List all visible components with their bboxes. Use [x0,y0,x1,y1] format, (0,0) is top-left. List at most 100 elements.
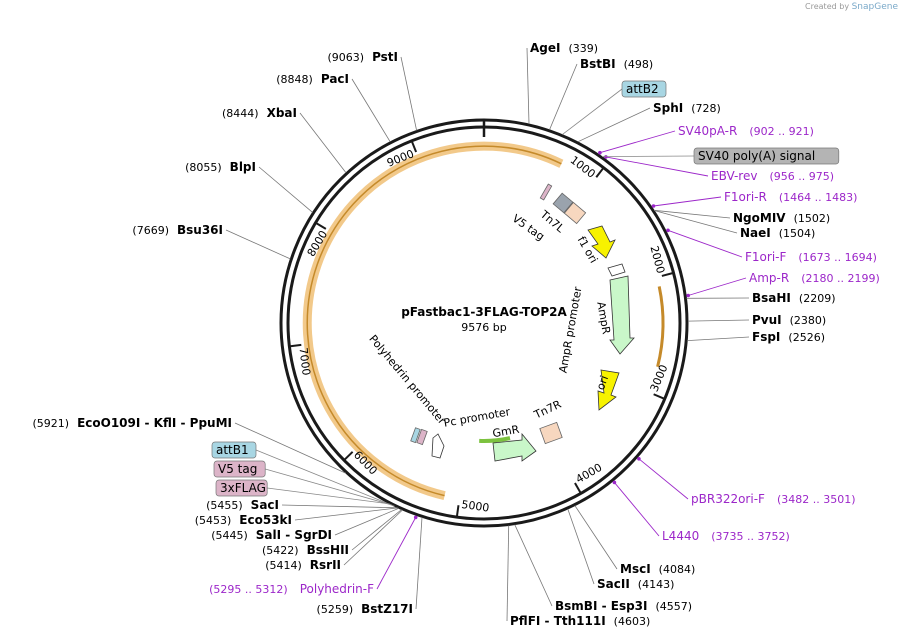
primer-site-marker [637,457,641,461]
enzyme-position: (8055) [185,161,222,174]
enzyme-name: BsaHI [752,291,791,305]
boxed-label-leader [255,449,395,507]
primer-name: Amp-R [749,271,789,285]
primer-leader-line [599,130,676,154]
enzyme-label: (5445)SalI - SgrDI [211,528,332,542]
primer-range: (1464 .. 1483) [779,191,858,204]
enzyme-position: (2209) [799,292,836,305]
enzyme-position: (1502) [794,212,831,225]
enzyme-position: (5259) [317,603,354,616]
primer-range: (5295 .. 5312) [209,583,288,596]
enzyme-label: (5259)BstZ17I [317,602,413,616]
enzyme-label: BstBI (498) [580,57,653,71]
ori-arrow [597,369,620,411]
primer-name: F1ori-R [724,190,767,204]
primer-range: (3735 .. 3752) [711,530,790,543]
enzyme-position: (5414) [265,559,302,572]
enzyme-name: FspI [752,330,780,344]
enzyme-leader-line [653,209,731,219]
enzyme-name: MscI [620,562,651,576]
enzyme-label: BsaHI (2209) [752,291,835,305]
enzyme-leader-line [506,525,510,622]
tag-marker [416,428,428,446]
orf-arc-outline [306,145,562,497]
primer-site-marker [413,515,418,520]
backbone-layer [279,118,689,528]
f1ori-arrow [587,225,616,259]
enzyme-position: (4603) [614,615,651,628]
enzyme-label: BsmBI - Esp3I(4557) [555,599,692,613]
enzyme-leader-line [234,422,347,474]
enzyme-position: (1504) [779,227,816,240]
primer-label: F1ori-F(1673 .. 1694) [745,250,877,264]
enzyme-label: (5921)EcoO109I - KflI - PpuMI [32,416,232,430]
promoter-small-arrow [607,263,626,277]
enzyme-position: (4084) [659,563,696,576]
enzyme-name: PflFI - Tth111I [510,614,606,628]
enzyme-position: (2526) [788,331,825,344]
enzyme-label: (7669)Bsu36I [132,223,223,237]
enzyme-name: BstBI [580,57,616,71]
enzyme-position: (498) [624,58,654,71]
tick-label: 5000 [461,498,491,515]
boxed-label-bg [621,80,667,98]
snapgene-logo: SnapGene [851,2,898,12]
enzyme-leader-line [351,78,391,143]
primer-range: (2180 .. 2199) [801,272,880,285]
primer-leader-line [605,156,709,177]
enzyme-leader-line [577,107,651,143]
enzyme-label: NaeI (1504) [740,226,815,240]
enzyme-leader-line [654,210,738,234]
enzyme-leader-line [294,507,398,521]
primer-name: EBV-rev [711,169,757,183]
boxed-label-text: V5 tag [218,462,257,476]
boxed-label-bg [215,479,268,497]
primer-range: (3482 .. 3501) [777,493,856,506]
enzyme-position: (5453) [195,514,232,527]
gmr-arc [479,436,511,443]
tick-mark [455,505,460,518]
enzyme-label: PflFI - Tth111I (4603) [510,614,650,628]
enzyme-label: AgeI(339) [530,41,598,55]
enzyme-leader-line [549,63,578,130]
enzymes-layer: AgeI(339)BstBI(498)SphI(728)NgoMIV(1502)… [32,41,835,628]
primer-label: pBR322ori-F (3482 .. 3501) [691,492,856,506]
primer-site-marker [686,293,690,298]
enzyme-position: (339) [568,42,598,55]
enzyme-leader-line [334,507,399,536]
feature-label-tn7r: Tn7R [531,398,563,422]
primer-site-marker [598,150,602,155]
primer-name: pBR322ori-F [691,492,765,506]
enzyme-leader-line [351,509,402,551]
enzyme-leader-line [526,47,530,125]
feature-label-ampr-promoter: AmpR promoter [557,285,585,374]
primer-label: F1ori-R (1464 .. 1483) [724,190,857,204]
enzyme-position: (728) [691,102,721,115]
boxed-label-text: 3xFLAG [220,481,266,495]
enzyme-leader-line [225,229,291,260]
primer-leader-line [614,482,660,537]
tick-mark [343,451,354,461]
boxed-label-leader [267,487,390,505]
enzyme-label: MscI (4084) [620,562,695,576]
enzyme-leader-line [258,166,313,213]
boxed-label-leader [265,468,393,506]
enzyme-label: NgoMIV (1502) [733,211,830,225]
enzyme-leader-line [574,505,618,570]
primer-label: EBV-rev (956 .. 975) [711,169,834,183]
enzyme-name: NaeI [740,226,771,240]
enzyme-label: (5422)BssHII [262,543,349,557]
enzyme-name: PstI [372,50,398,64]
feature-label-ampr: AmpR [594,301,613,336]
primer-leader-line [667,229,743,258]
snapgene-credit: Created by SnapGene [805,2,898,12]
tick-mark [574,482,582,494]
tn7l-grey-box [552,192,574,214]
primer-range: (956 .. 975) [769,170,834,183]
enzyme-name: NgoMIV [733,211,786,225]
feature-label-gmr: GmR [492,423,521,441]
enzyme-leader-line [567,508,595,585]
primer-leader-line [653,196,722,207]
enzyme-leader-line [687,336,750,341]
